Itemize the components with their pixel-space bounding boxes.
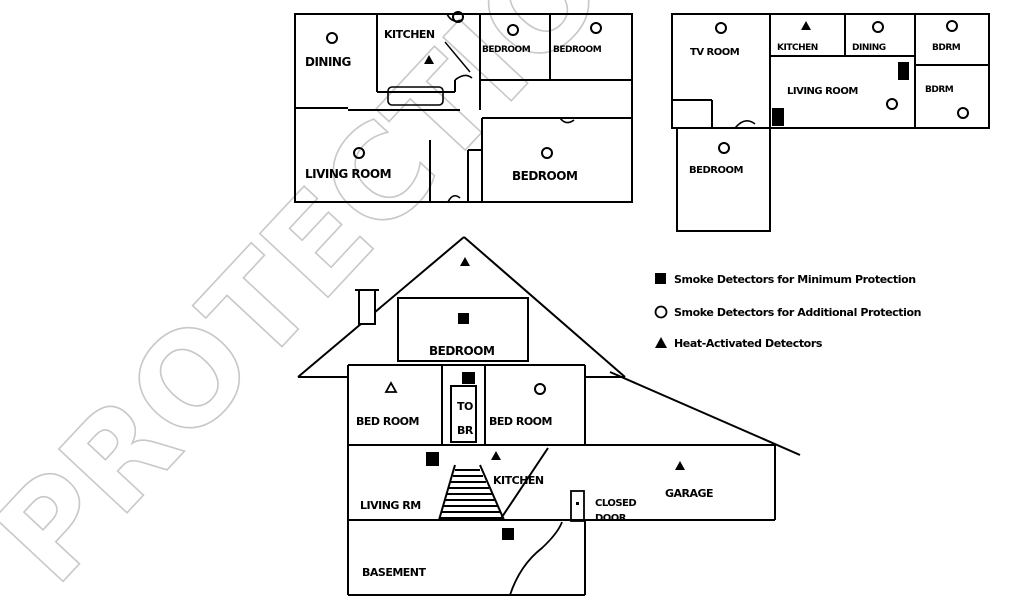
staircase	[438, 464, 505, 521]
fp2-bdrm-b-label: BDRM	[925, 85, 954, 95]
house-br-label: BR	[457, 424, 474, 437]
fp1-bedroom-c-label: BEDROOM	[512, 169, 577, 183]
circle-detector-icon	[326, 32, 338, 44]
square-detector-icon	[502, 528, 514, 540]
square-detector-icon	[655, 273, 666, 284]
legend-item-label: Heat-Activated Detectors	[674, 337, 823, 350]
square-detector-icon	[898, 62, 909, 80]
circle-detector-icon	[353, 147, 365, 159]
square-detector-icon	[462, 372, 475, 384]
house-closed-label: CLOSED	[595, 498, 636, 509]
house-bedroom-right-label: BED ROOM	[489, 415, 552, 428]
legend-item-minimum: Smoke Detectors for Minimum Protection	[655, 273, 916, 286]
legend-item-additional: Smoke Detectors for Additional Protectio…	[654, 305, 921, 319]
square-detector-icon	[426, 452, 439, 466]
floor-plan-2	[671, 13, 990, 232]
triangle-detector-icon	[460, 257, 470, 266]
fp2-living-room-label: LIVING ROOM	[787, 86, 858, 97]
circle-detector-icon	[654, 305, 668, 319]
circle-detector-icon	[946, 20, 958, 32]
circle-detector-icon	[534, 383, 546, 395]
triangle-detector-icon	[801, 21, 811, 30]
square-detector-icon	[458, 313, 469, 324]
legend-item-heat: Heat-Activated Detectors	[655, 337, 823, 350]
circle-detector-icon	[715, 22, 727, 34]
circle-detector-icon	[957, 107, 969, 119]
fp1-bedroom-a-label: BEDROOM	[482, 45, 531, 55]
door-knob	[576, 502, 579, 505]
house-to-label: TO	[457, 400, 473, 413]
triangle-detector-icon	[655, 337, 667, 348]
legend-item-label: Smoke Detectors for Additional Protectio…	[674, 306, 921, 319]
house-garage-label: GARAGE	[665, 487, 713, 500]
square-detector-icon	[772, 108, 784, 126]
triangle-detector-icon	[675, 461, 685, 470]
house-cross-section	[297, 236, 801, 596]
house-attic-bedroom-label: BEDROOM	[429, 344, 494, 358]
circle-detector-icon	[452, 11, 464, 23]
legend-item-label: Smoke Detectors for Minimum Protection	[674, 273, 916, 286]
house-door-label: DOOR	[595, 513, 627, 524]
circle-detector-icon	[590, 22, 602, 34]
fp1-kitchen-label: KITCHEN	[384, 28, 435, 41]
fp2-dining-label: DINING	[852, 43, 886, 53]
house-bedroom-left-label: BED ROOM	[356, 415, 419, 428]
fp2-tv-room-label: TV ROOM	[690, 47, 740, 58]
circle-detector-icon	[507, 24, 519, 36]
house-living-rm-label: LIVING RM	[360, 499, 421, 512]
house-labels: BEDROOM BED ROOM BED ROOM TO BR KITCHEN …	[356, 257, 714, 579]
fp2-kitchen-label: KITCHEN	[777, 43, 818, 53]
fp2-bedroom-label: BEDROOM	[689, 165, 743, 176]
circle-detector-icon	[541, 147, 553, 159]
house-kitchen-label: KITCHEN	[493, 474, 544, 487]
circle-detector-icon	[872, 21, 884, 33]
fp1-living-room-label: LIVING ROOM	[305, 167, 391, 181]
fp1-dining-label: DINING	[305, 55, 351, 69]
fp1-bedroom-b-label: BEDROOM	[553, 45, 602, 55]
floor-plan-2-labels: TV ROOM KITCHEN DINING BDRM LIVING ROOM …	[689, 20, 969, 176]
fp2-bdrm-a-label: BDRM	[932, 43, 961, 53]
triangle-detector-icon	[424, 55, 434, 64]
triangle-detector-icon	[491, 451, 501, 460]
house-basement-label: BASEMENT	[362, 566, 427, 579]
floor-plan-1	[294, 13, 633, 203]
circle-detector-icon	[886, 98, 898, 110]
circle-detector-icon	[718, 142, 730, 154]
legend: Smoke Detectors for Minimum Protection S…	[654, 273, 921, 350]
triangle-detector-icon	[384, 381, 398, 393]
floor-plan-1-labels: DINING KITCHEN BEDROOM BEDROOM LIVING RO…	[305, 11, 602, 183]
